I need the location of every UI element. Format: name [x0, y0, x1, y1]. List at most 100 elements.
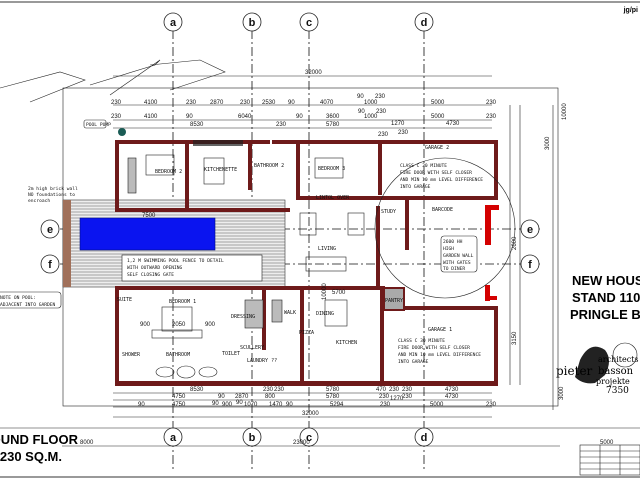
- svg-text:4750: 4750: [172, 402, 186, 408]
- svg-text:1,2 M SWIMMING POOL FENCE TO D: 1,2 M SWIMMING POOL FENCE TO DETAIL: [127, 258, 224, 264]
- svg-text:2870: 2870: [210, 100, 224, 106]
- dim-mid-offset: 23000: [293, 440, 310, 446]
- svg-text:c: c: [306, 17, 312, 29]
- svg-text:90: 90: [212, 401, 219, 407]
- room-bedroom-2: BEDROOM 2: [155, 169, 182, 175]
- room-scullery: SCULLERY: [240, 345, 264, 351]
- building-walls: [115, 140, 498, 386]
- svg-text:PRINGLE BAY: PRINGLE BAY: [570, 307, 640, 322]
- svg-text:90: 90: [186, 114, 193, 120]
- svg-text:3600: 3600: [326, 114, 340, 120]
- svg-text:230: 230: [378, 132, 389, 138]
- project-title: NEW HOUSE STAND 1100 PRINGLE BAY: [570, 273, 640, 322]
- grid-bubbles: a b c d a b c d e f e f: [40, 12, 540, 447]
- sheet-ref: jg/pi: [623, 7, 638, 14]
- architect-logo: architects pieter basson projekte 7350: [556, 342, 639, 396]
- svg-text:NO foundations to: NO foundations to: [28, 192, 75, 198]
- swimming-pool: [79, 217, 216, 251]
- room-laundry: LAUNDRY ??: [247, 358, 277, 364]
- dim-right-side: 3000 2600 3150 3000: [512, 136, 565, 400]
- svg-text:a: a: [170, 432, 177, 444]
- svg-text:4100: 4100: [144, 100, 158, 106]
- label-lintol: LINTOL OVER: [316, 195, 350, 201]
- svg-text:5780: 5780: [326, 387, 340, 393]
- garden-wall-note-box: [440, 235, 478, 273]
- svg-text:230: 230: [111, 100, 122, 106]
- svg-text:d: d: [421, 432, 428, 444]
- pool-pump-tag: [83, 119, 107, 129]
- svg-text:5000: 5000: [431, 100, 445, 106]
- svg-text:5000: 5000: [431, 114, 445, 120]
- svg-text:230: 230: [486, 114, 497, 120]
- pool-pump-icon: [118, 128, 126, 136]
- svg-text:WITH GATES: WITH GATES: [443, 260, 471, 266]
- room-pantry: PANTRY: [385, 298, 403, 304]
- room-dressing: DRESSING: [231, 314, 255, 320]
- room-kitchen: KITCHEN: [336, 340, 357, 346]
- svg-text:2530: 2530: [262, 100, 276, 106]
- svg-text:2050: 2050: [172, 322, 186, 328]
- svg-text:8530: 8530: [190, 122, 204, 128]
- svg-text:230: 230: [274, 387, 285, 393]
- svg-text:230: 230: [389, 387, 400, 393]
- dim-right-offset: 5000: [600, 440, 614, 446]
- svg-text:230: 230: [376, 109, 387, 115]
- svg-text:2m high brick wall: 2m high brick wall: [28, 186, 78, 192]
- svg-text:basson: basson: [598, 366, 634, 377]
- room-kitchenette: KITCHENETTE: [204, 167, 237, 173]
- svg-text:230: 230: [240, 100, 251, 106]
- svg-text:GARDEN WALL: GARDEN WALL: [443, 253, 474, 259]
- brick-wall-note: 2m high brick wall NO foundations to enc…: [28, 186, 78, 204]
- furniture: [127, 154, 365, 379]
- floor-name: GROUND FLOOR: [0, 432, 79, 447]
- svg-text:encroach: encroach: [28, 198, 50, 204]
- floor-title: GROUND FLOOR 230 SQ.M.: [0, 432, 79, 464]
- svg-text:470: 470: [376, 387, 387, 393]
- room-study: STUDY: [381, 209, 396, 215]
- dim-dining: 5700: [332, 290, 346, 296]
- label-barcode: BARCODE: [432, 207, 453, 213]
- svg-text:NOTE ON POOL:: NOTE ON POOL:: [0, 295, 36, 301]
- svg-text:pieter: pieter: [556, 364, 593, 378]
- svg-text:90: 90: [358, 109, 365, 115]
- svg-text:6040: 6040: [238, 114, 252, 120]
- dim-overall-bottom: 32000: [302, 411, 319, 417]
- svg-text:1000: 1000: [364, 100, 378, 106]
- pool-note: NOTE ON POOL: ADJACENT INTO GARDEN: [0, 295, 56, 308]
- svg-text:90: 90: [138, 402, 145, 408]
- svg-text:900: 900: [205, 322, 216, 328]
- title-block-table: [579, 444, 640, 476]
- svg-text:4750: 4750: [172, 394, 186, 400]
- svg-text:90: 90: [357, 94, 364, 100]
- svg-text:TO DINER: TO DINER: [443, 266, 465, 272]
- svg-text:AND MIN 10 mm LEVEL DIFFERENCE: AND MIN 10 mm LEVEL DIFFERENCE: [400, 177, 483, 183]
- pool-fence-note-box: [121, 254, 263, 282]
- svg-text:d: d: [421, 17, 428, 29]
- garage-1-note: CLASS C 30 MINUTE FIRE DOOR WITH SELF CL…: [398, 338, 481, 365]
- svg-text:230: 230: [186, 100, 197, 106]
- svg-text:a: a: [170, 17, 177, 29]
- garage-turning-circle: [374, 157, 516, 299]
- svg-text:90: 90: [286, 402, 293, 408]
- room-bedroom-1: BEDROOM 1: [169, 299, 196, 305]
- svg-text:c: c: [306, 432, 312, 444]
- svg-text:2870: 2870: [235, 394, 249, 400]
- pantry-block: [383, 287, 405, 311]
- svg-text:3000: 3000: [545, 136, 551, 150]
- svg-text:230: 230: [111, 114, 122, 120]
- room-garage-1: GARAGE 1: [428, 327, 452, 333]
- room-pizza: PIZZA: [299, 330, 314, 336]
- svg-text:WITH OUTWARD OPENING: WITH OUTWARD OPENING: [127, 265, 183, 271]
- svg-text:f: f: [528, 259, 532, 271]
- svg-text:4730: 4730: [446, 121, 460, 127]
- garden-wall-note: 2600 HH HIGH GARDEN WALL WITH GATES TO D…: [443, 239, 474, 272]
- svg-text:5294: 5294: [330, 402, 344, 408]
- svg-text:b: b: [249, 17, 256, 29]
- svg-text:90: 90: [236, 400, 243, 406]
- room-dining: DINING: [316, 311, 334, 317]
